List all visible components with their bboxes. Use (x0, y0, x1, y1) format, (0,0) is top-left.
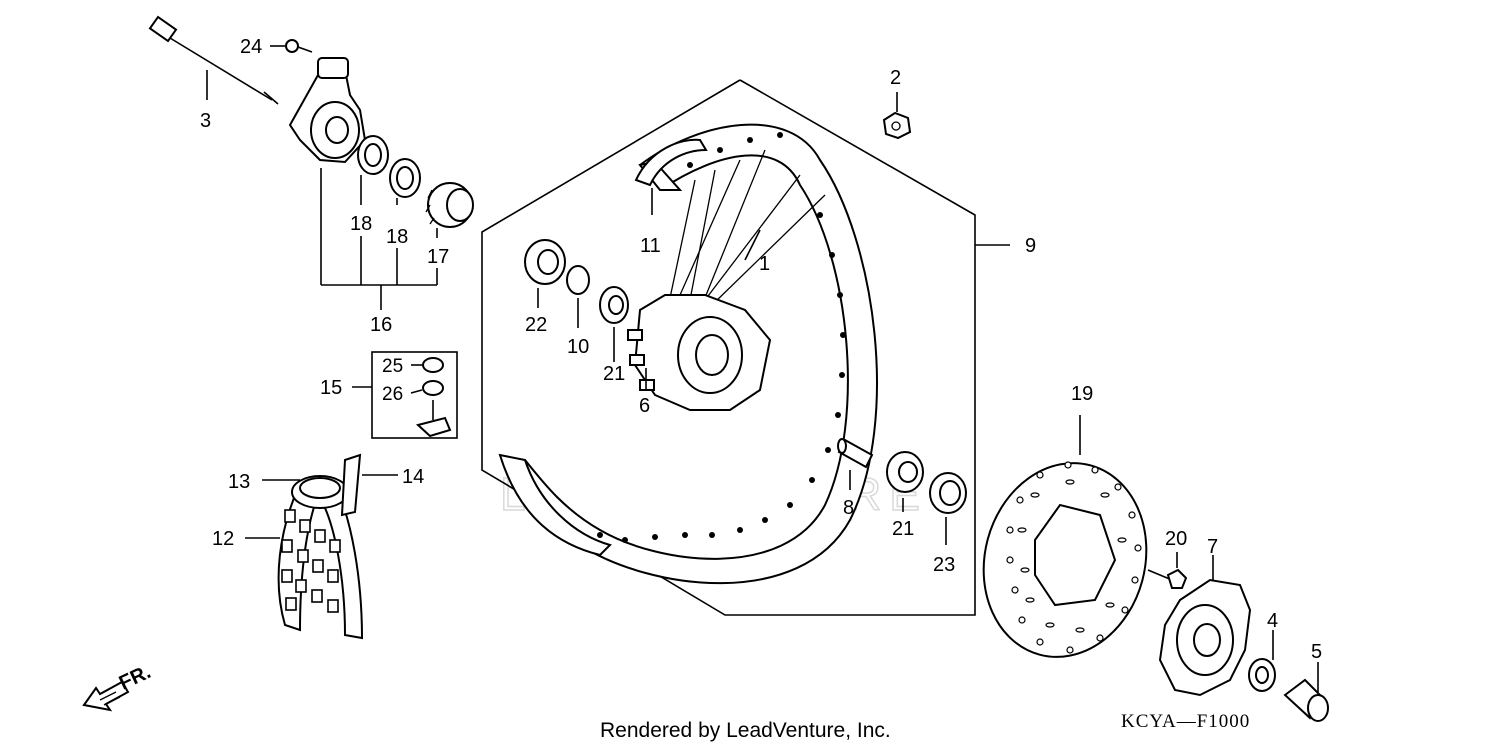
nut-2 (882, 92, 912, 140)
callout-13: 13 (228, 471, 250, 493)
wheel-assembly-bracket (481, 79, 976, 616)
tire (277, 483, 364, 640)
bolt-24 (270, 39, 313, 53)
speedometer-gearbox (288, 57, 367, 164)
bearing-21-right (886, 451, 924, 512)
callout-26: 26 (382, 384, 403, 405)
retainer-10 (566, 265, 590, 328)
spacer-4 (1248, 630, 1276, 692)
callout-4: 4 (1267, 610, 1278, 632)
rim-band (340, 453, 362, 517)
rim-strip-piece (634, 138, 708, 215)
callout-1: 1 (759, 253, 770, 275)
hub-flange-7 (1158, 555, 1252, 697)
rim-spoke-holes (597, 132, 846, 543)
callout-6: 6 (639, 395, 650, 417)
callout-17: 17 (427, 246, 449, 268)
brake-disc (982, 415, 1148, 658)
seal-18a (357, 135, 389, 175)
speedometer-gear-17 (425, 182, 474, 228)
collar-8 (837, 438, 874, 490)
bearing-22 (524, 239, 566, 308)
hub (627, 294, 772, 411)
callout-20: 20 (1165, 528, 1187, 550)
callout-21b: 21 (892, 518, 914, 540)
axle (148, 15, 279, 105)
callout-15: 15 (320, 377, 342, 399)
valve-group-15 (352, 351, 458, 439)
bolt-20 (1147, 552, 1188, 589)
callout-11: 11 (640, 235, 661, 257)
callout-19: 19 (1071, 383, 1093, 405)
footer-credit: Rendered by LeadVenture, Inc. (600, 719, 891, 742)
callout-22: 22 (525, 314, 547, 336)
callout-8: 8 (843, 497, 854, 519)
callout-14: 14 (402, 466, 424, 488)
callout-18a: 18 (350, 213, 372, 235)
callout-2: 2 (890, 67, 901, 89)
leader-1 (744, 229, 761, 261)
callout-3: 3 (200, 110, 211, 132)
callout-24: 24 (240, 36, 262, 58)
callout-25: 25 (382, 356, 403, 377)
callout-7: 7 (1207, 536, 1218, 558)
inner-tube (291, 475, 349, 509)
callout-5: 5 (1311, 641, 1322, 663)
callout-9: 9 (1025, 235, 1036, 257)
callout-labels: 1 2 3 4 5 6 7 8 9 10 11 12 13 14 15 16 1… (200, 36, 1322, 663)
spokes (669, 149, 826, 311)
callout-21a: 21 (603, 363, 625, 385)
callout-12: 12 (212, 528, 234, 550)
front-direction-arrow: FR. (82, 661, 154, 712)
seal-18b (389, 158, 421, 198)
callout-23: 23 (933, 554, 955, 576)
callout-16: 16 (370, 314, 392, 336)
collar-5 (1283, 662, 1329, 722)
callout-10: 10 (567, 336, 589, 358)
leader-group-16 (320, 168, 438, 310)
seal-23 (929, 472, 967, 545)
bearing-21-left (599, 286, 629, 362)
diagram-code: KCYA—F1000 (1121, 711, 1250, 732)
callout-18b: 18 (386, 226, 408, 248)
